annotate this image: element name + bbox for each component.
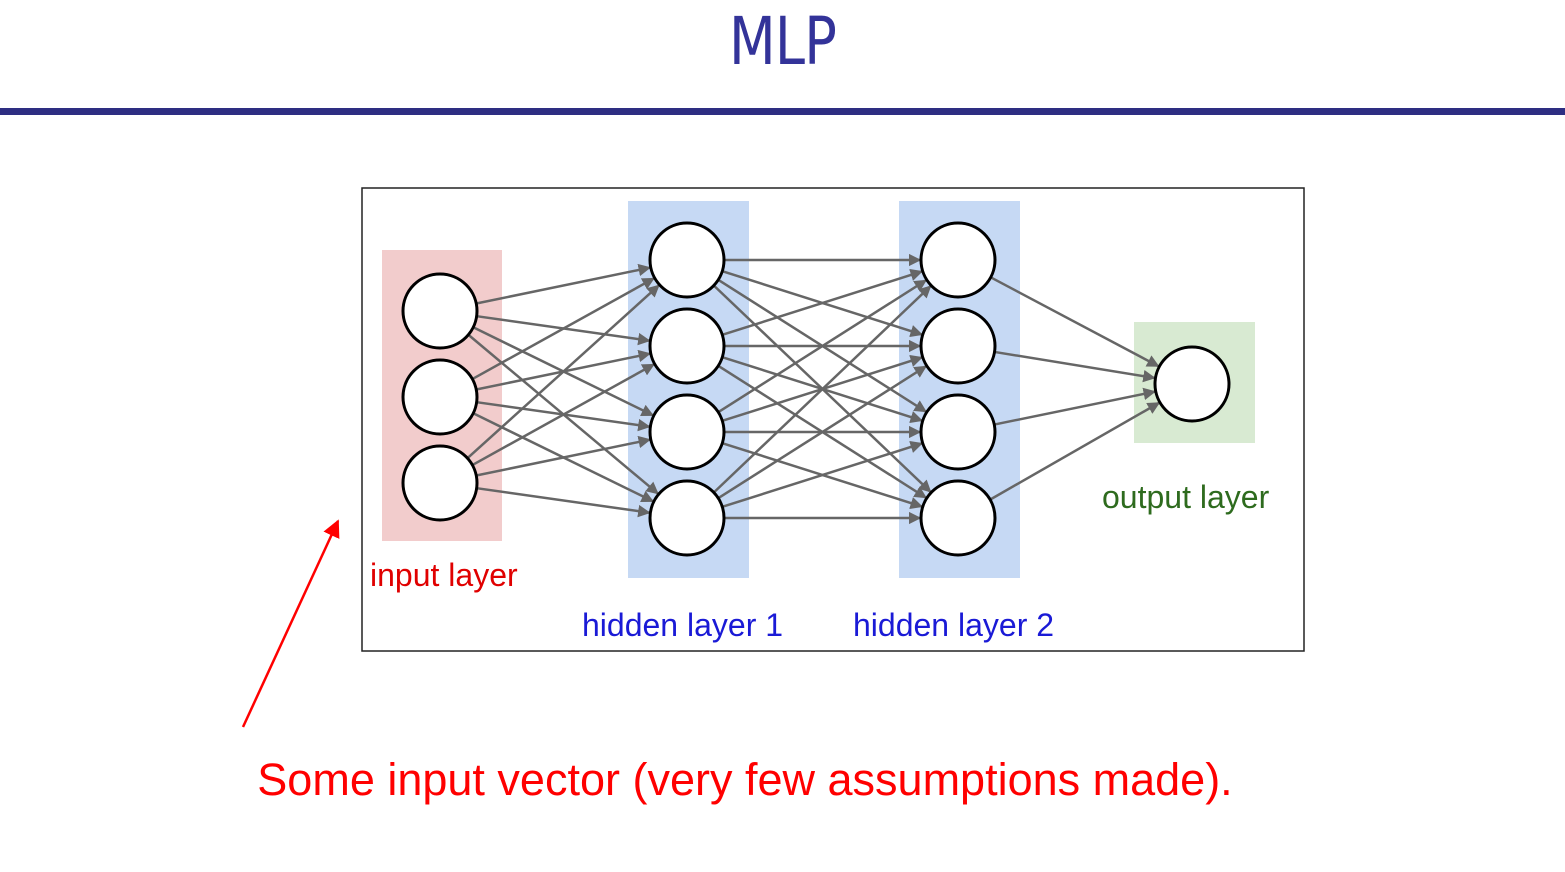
hidden1-neuron [648, 393, 726, 471]
input-neuron [401, 272, 479, 350]
connection-edge [476, 486, 651, 518]
connection-edge [721, 440, 923, 508]
hidden1-neuron [648, 307, 726, 385]
connection-edge [990, 276, 1160, 368]
hidden-layer-1-label: hidden layer 1 [582, 607, 783, 643]
connection-edge [993, 387, 1156, 426]
hidden-layer-2-label: hidden layer 2 [853, 607, 1054, 643]
connection-edge [471, 277, 655, 381]
hidden2-neuron [919, 307, 997, 385]
connection-edge [989, 401, 1161, 501]
hidden2-neuron [919, 393, 997, 471]
connection-edge [712, 285, 932, 494]
hidden2-neuron [919, 479, 997, 557]
annotation-arrow [241, 519, 340, 728]
output-neuron [1153, 345, 1231, 423]
connection-edge [475, 435, 652, 477]
connection-edge [475, 263, 652, 305]
slide-title: MLP [728, 3, 837, 80]
output-layer-label: output layer [1102, 479, 1270, 515]
connection-edge [721, 268, 923, 336]
connection-edge [994, 350, 1156, 383]
hidden1-neuron [648, 479, 726, 557]
hidden2-neuron [919, 221, 997, 299]
caption-text: Some input vector (very few assumptions … [257, 754, 1233, 805]
input-layer-label: input layer [370, 557, 518, 593]
connection-edge [466, 284, 660, 460]
connection-edge [471, 363, 655, 467]
connection-edge [717, 365, 927, 500]
connection-edge [717, 279, 927, 414]
input-neuron [401, 358, 479, 436]
title-divider [0, 108, 1565, 115]
hidden1-neuron [648, 221, 726, 299]
input-neuron [401, 444, 479, 522]
